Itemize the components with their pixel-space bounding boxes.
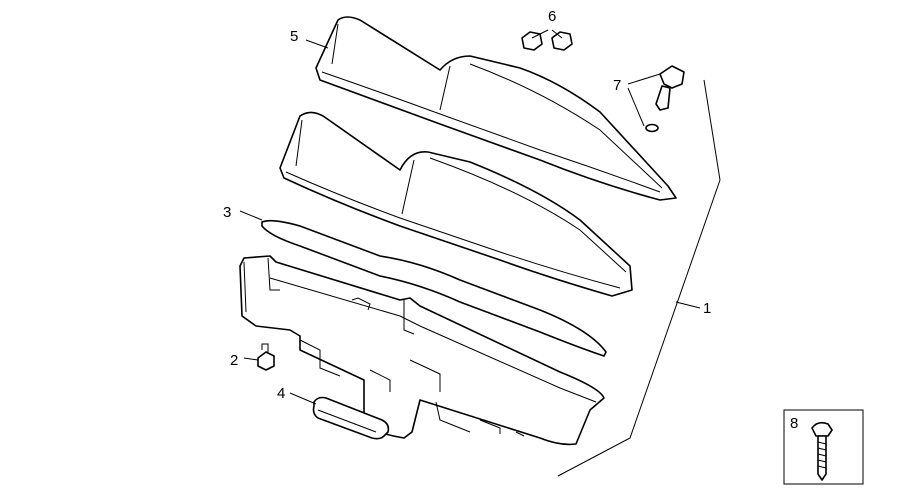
part-3-gasket — [261, 219, 607, 357]
part-5-upper-lens — [315, 16, 677, 201]
callout-5: 5 — [290, 28, 298, 45]
leader-lines — [239, 29, 817, 477]
callout-4: 4 — [277, 385, 285, 402]
part-2-bulb — [257, 343, 275, 371]
callout-3: 3 — [223, 204, 231, 221]
part-8-box — [783, 409, 864, 485]
part-4-block — [312, 396, 390, 440]
callout-1: 1 — [703, 300, 711, 317]
part-7-knob — [645, 65, 685, 133]
part-6-screws — [521, 31, 573, 51]
callout-2: 2 — [230, 352, 238, 369]
callout-7: 7 — [613, 77, 621, 94]
part-1-main-lens — [279, 111, 633, 297]
callout-8: 8 — [790, 415, 798, 432]
callout-6: 6 — [548, 8, 556, 25]
